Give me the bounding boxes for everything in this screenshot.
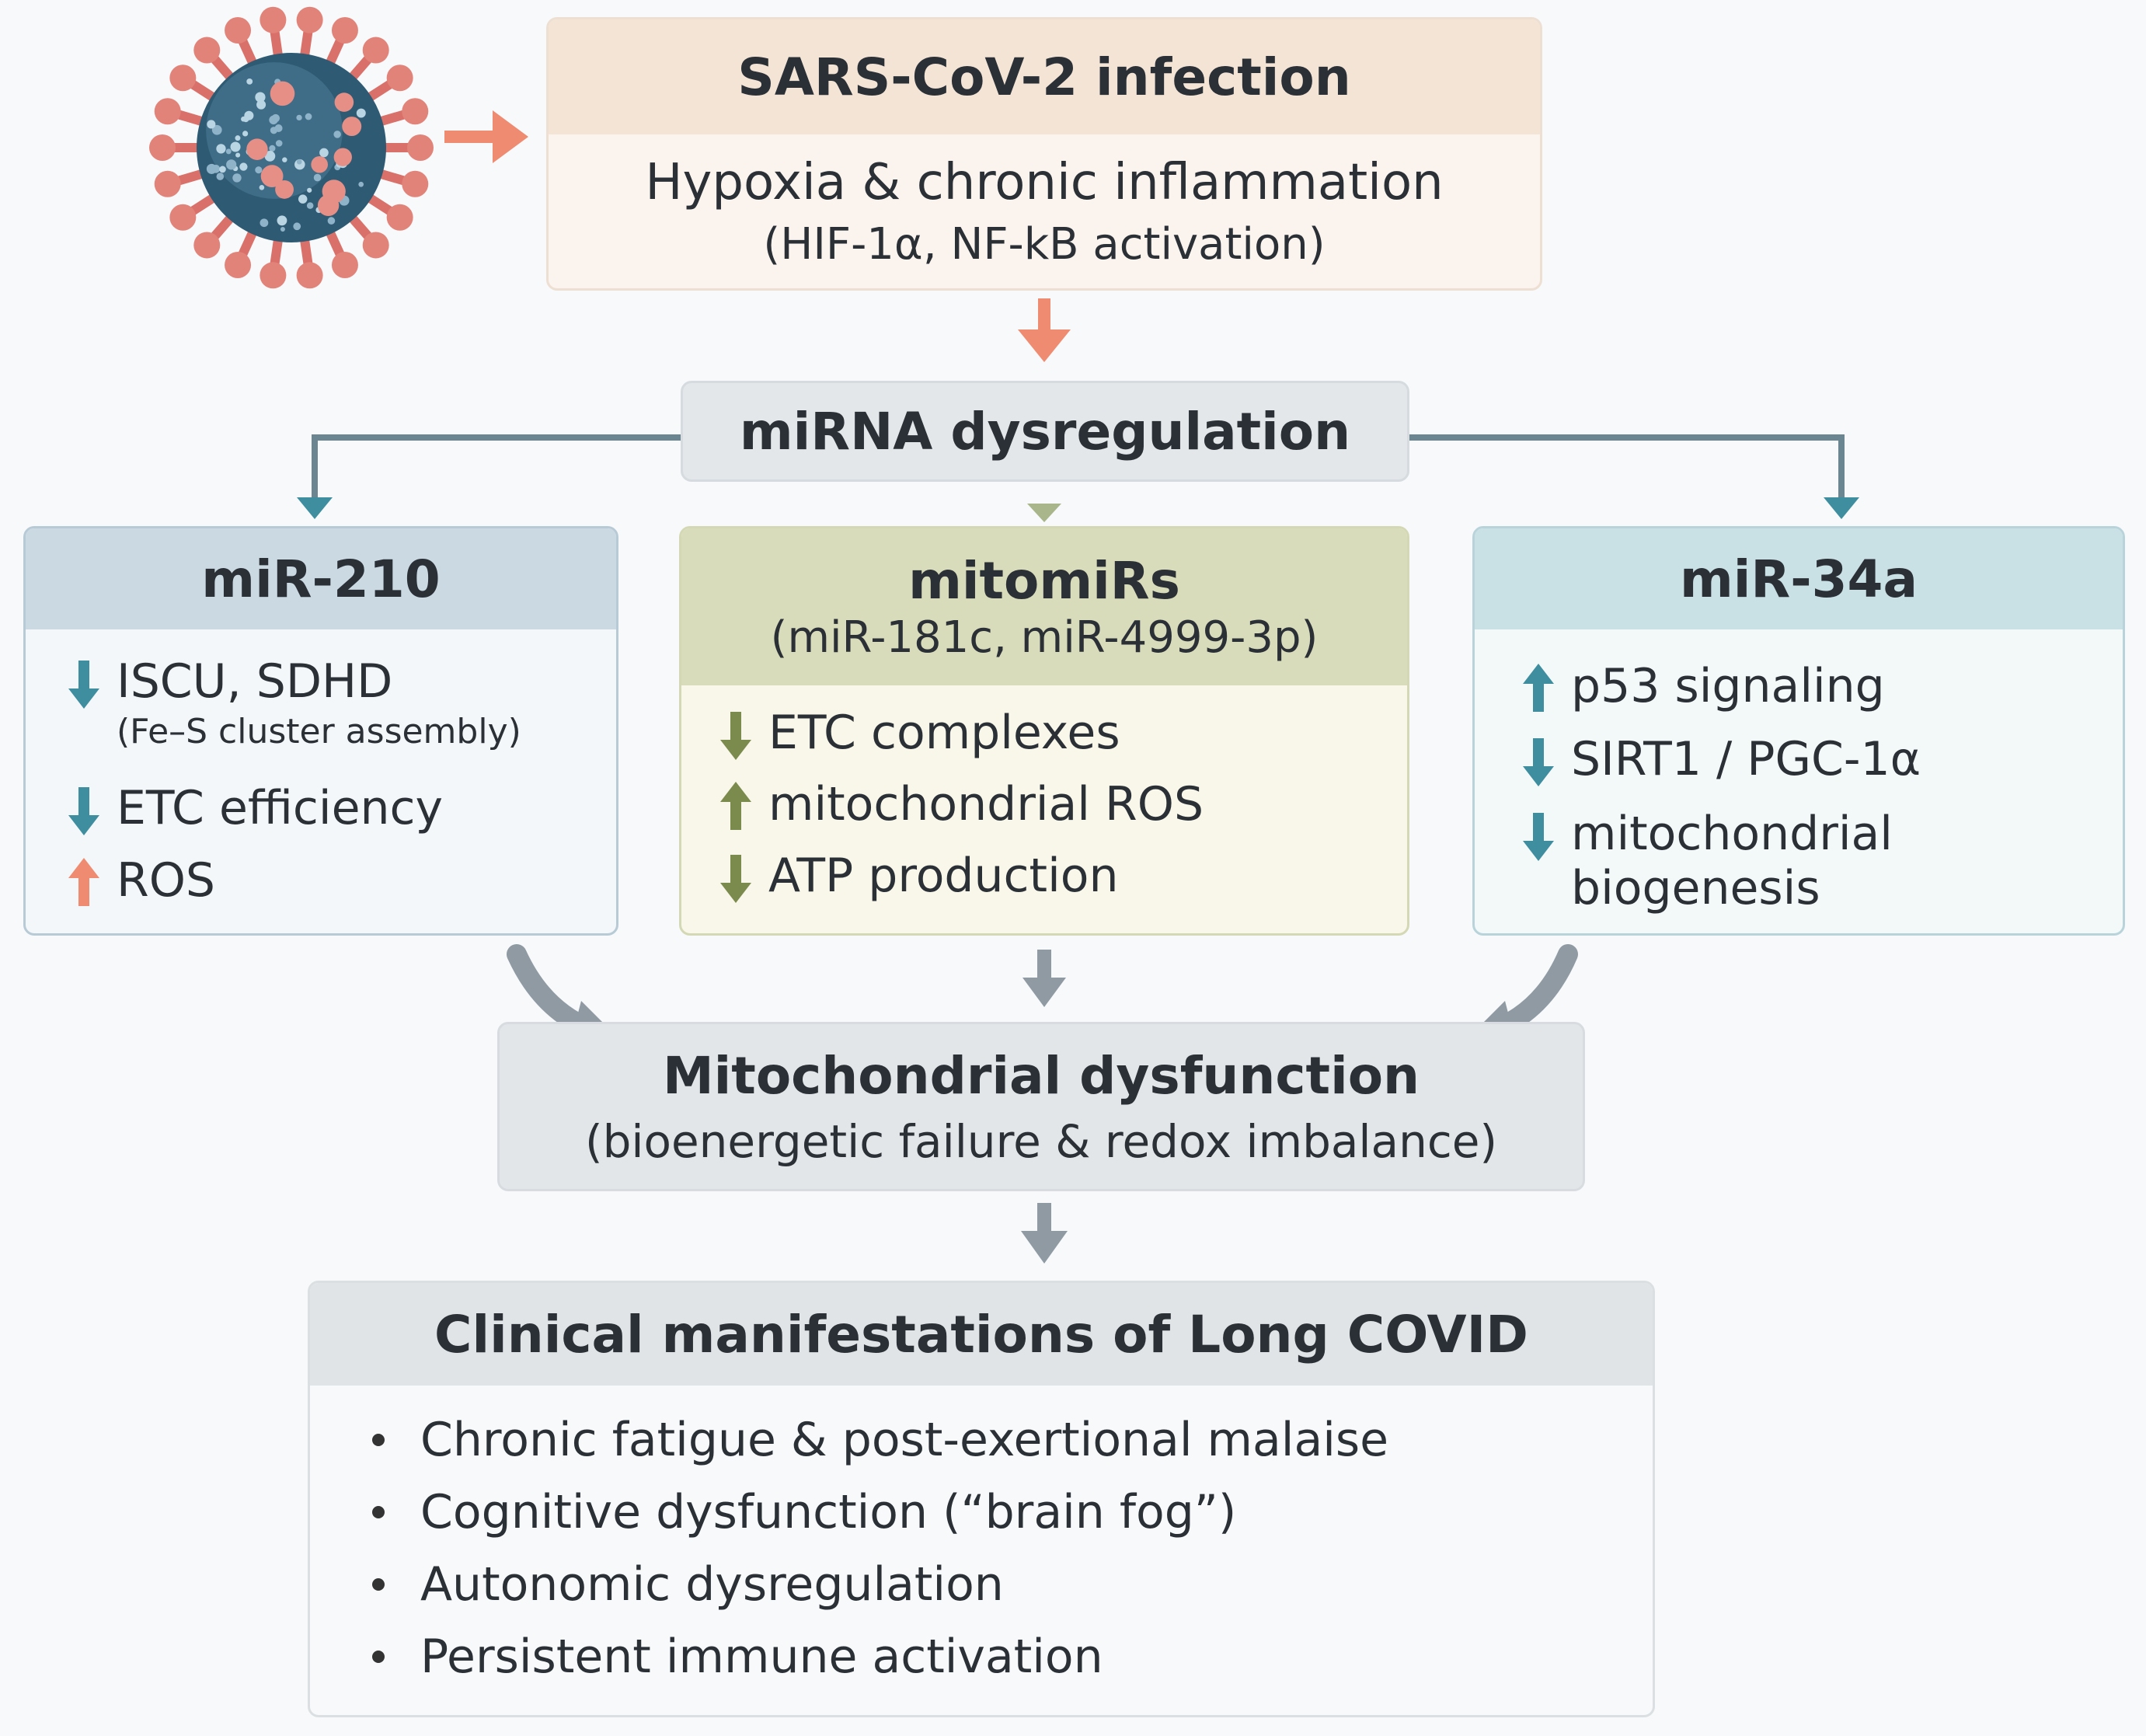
mitomirs-to-dysfunction-arrow <box>1022 950 1066 1007</box>
up-arrow-icon <box>1523 664 1554 725</box>
mir34a-item-1-text: p53 signaling <box>1571 659 1885 713</box>
virus-to-infection-arrow <box>444 110 528 163</box>
mirna-to-mitomirs-arrow <box>1027 504 1061 522</box>
clinical-list: Chronic fatigue & post-exertional malais… <box>372 1403 1388 1692</box>
mirna-to-mir210-connector <box>297 434 681 519</box>
virus-icon <box>149 6 434 289</box>
list-item-text: Cognitive dysfunction (“brain fog”) <box>420 1484 1237 1539</box>
infection-title: SARS-CoV-2 infection <box>549 19 1540 134</box>
mir210-item-1-sub: (Fe–S cluster assembly) <box>117 712 521 751</box>
clinical-manifestations-box: Clinical manifestations of Long COVID Ch… <box>308 1281 1655 1717</box>
mir210-item-1: ISCU, SDHD (Fe–S cluster assembly) <box>68 654 521 751</box>
up-arrow-icon <box>68 858 99 919</box>
list-item-text: Chronic fatigue & post-exertional malais… <box>420 1412 1389 1467</box>
mir210-box: miR-210 ISCU, SDHD (Fe–S cluster assembl… <box>23 526 618 936</box>
bullet-icon <box>372 1505 385 1518</box>
clinical-title: Clinical manifestations of Long COVID <box>310 1283 1653 1386</box>
mir210-item-1-text: ISCU, SDHD <box>117 654 393 709</box>
mirna-to-mir34a-connector <box>1409 434 1859 519</box>
mir210-item-3-text: ROS <box>117 853 216 908</box>
mitomirs-item-3-text: ATP production <box>768 849 1119 903</box>
list-item: Persistent immune activation <box>372 1620 1388 1692</box>
mirna-title: miRNA dysregulation <box>739 401 1351 462</box>
list-item-text: Persistent immune activation <box>420 1629 1103 1684</box>
list-item: Cognitive dysfunction (“brain fog”) <box>372 1476 1388 1548</box>
list-item-text: Autonomic dysregulation <box>420 1556 1004 1612</box>
down-arrow-icon <box>1523 811 1554 873</box>
dysfunction-to-clinical-arrow <box>1021 1203 1068 1264</box>
bullet-icon <box>372 1577 385 1591</box>
down-arrow-icon <box>68 659 99 720</box>
mitomirs-subtitle: (miR-181c, miR-4999-3p) <box>770 612 1319 663</box>
mir34a-item-3-text: mitochondrial <box>1571 807 1893 861</box>
mirna-dysregulation-box: miRNA dysregulation <box>681 381 1409 482</box>
mito-dysfunction-title: Mitochondrial dysfunction <box>662 1045 1420 1106</box>
mir34a-item-1: p53 signaling <box>1523 659 1885 725</box>
mitomirs-box: mitomiRs (miR-181c, miR-4999-3p) ETC com… <box>679 526 1409 936</box>
down-arrow-icon <box>720 710 751 772</box>
mitomirs-item-3: ATP production <box>720 849 1118 915</box>
mitomirs-item-2-text: mitochondrial ROS <box>768 777 1204 831</box>
mir210-title: miR-210 <box>26 528 616 629</box>
infection-line1: Hypoxia & chronic inflammation <box>645 153 1444 211</box>
list-item: Autonomic dysregulation <box>372 1548 1388 1620</box>
mito-dysfunction-subtitle: (bioenergetic failure & redox imbalance) <box>584 1114 1498 1168</box>
mitomirs-item-1: ETC complexes <box>720 706 1120 772</box>
mir34a-item-2-text: SIRT1 / PGC-1α <box>1571 732 1921 786</box>
infection-to-mirna-arrow <box>1018 298 1071 362</box>
mir210-item-2-text: ETC efficiency <box>117 781 444 835</box>
mitomirs-item-1-text: ETC complexes <box>768 706 1120 760</box>
mitomirs-header: mitomiRs (miR-181c, miR-4999-3p) <box>681 528 1407 685</box>
down-arrow-icon <box>1523 737 1554 798</box>
mir210-item-3: ROS <box>68 853 215 919</box>
mitomirs-item-2: mitochondrial ROS <box>720 777 1204 843</box>
down-arrow-icon <box>720 853 751 915</box>
mir34a-title: miR-34a <box>1475 528 2123 629</box>
mitomirs-title: mitomiRs <box>908 551 1180 611</box>
bullet-icon <box>372 1650 385 1663</box>
infection-box: SARS-CoV-2 infection Hypoxia & chronic i… <box>546 17 1542 291</box>
infection-line2: (HIF-1α, NF-kB activation) <box>763 218 1326 270</box>
mir210-item-2: ETC efficiency <box>68 781 443 847</box>
list-item: Chronic fatigue & post-exertional malais… <box>372 1403 1388 1476</box>
up-arrow-icon <box>720 782 751 843</box>
mir34a-item-3: mitochondrial biogenesis <box>1523 807 1893 915</box>
mir34a-item-3-text2: biogenesis <box>1571 861 1820 915</box>
bullet-icon <box>372 1433 385 1446</box>
down-arrow-icon <box>68 786 99 847</box>
mir34a-item-2: SIRT1 / PGC-1α <box>1523 732 1921 798</box>
mir34a-box: miR-34a p53 signaling SIRT1 / PGC-1α mit… <box>1472 526 2125 936</box>
mitochondrial-dysfunction-box: Mitochondrial dysfunction (bioenergetic … <box>497 1022 1585 1191</box>
